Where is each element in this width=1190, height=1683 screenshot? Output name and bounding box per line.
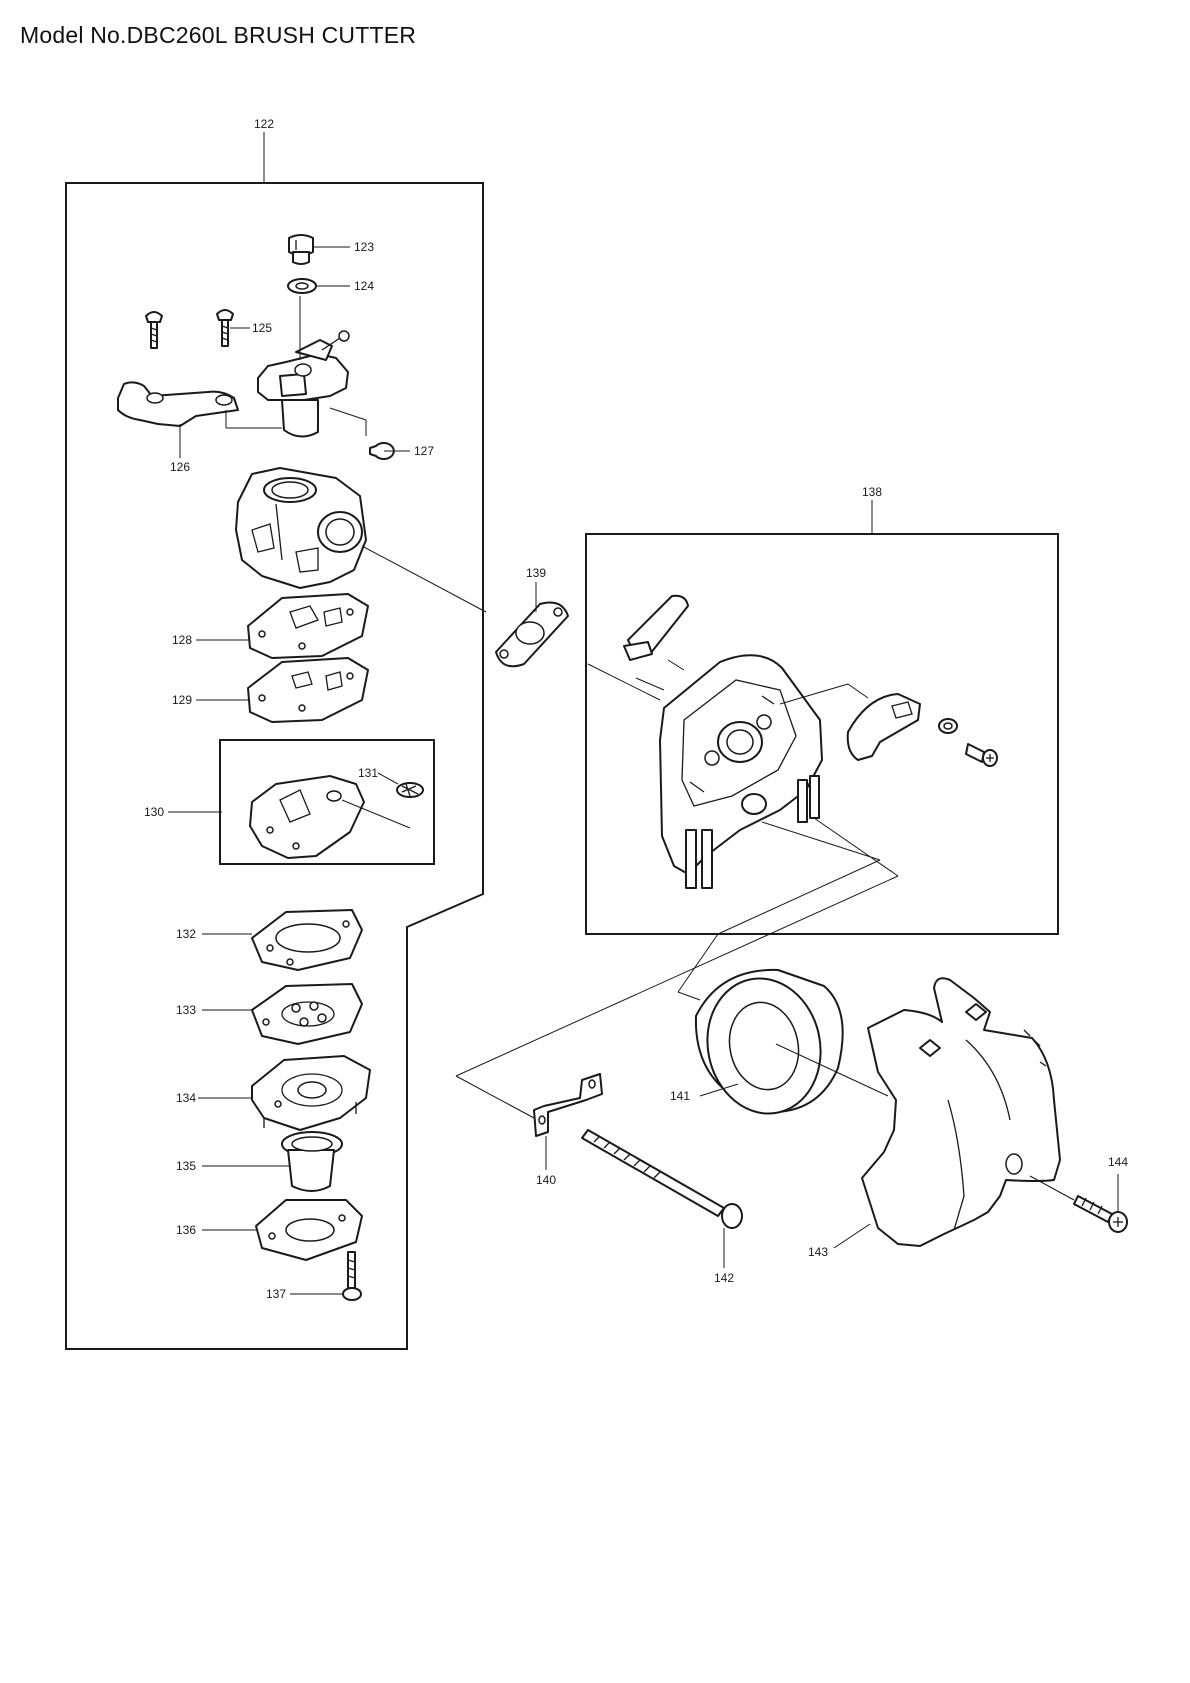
part-130-metering-body <box>249 775 365 859</box>
part-141-ring <box>694 968 889 1115</box>
callout-143: 143 <box>808 1245 828 1259</box>
callout-128: 128 <box>172 633 192 647</box>
callout-130: 130 <box>144 805 164 819</box>
part-124-washer <box>287 278 317 294</box>
part-123-adjust-screw <box>288 234 314 265</box>
part-126-bracket <box>117 381 239 427</box>
part-128-gasket <box>247 593 369 659</box>
part-135-cup <box>281 1131 343 1192</box>
callout-132: 132 <box>176 927 196 941</box>
part-125-screw-left <box>145 311 163 349</box>
callout-129: 129 <box>172 693 192 707</box>
callout-136: 136 <box>176 1223 196 1237</box>
callout-139: 139 <box>526 566 546 580</box>
carburetor-body <box>235 467 367 589</box>
page-title: Model No.DBC260L BRUSH CUTTER <box>20 22 417 48</box>
part-125-screw-right <box>216 309 234 347</box>
callout-138: 138 <box>862 485 882 499</box>
callout-131: 131 <box>358 766 378 780</box>
part-139-gasket <box>495 601 569 668</box>
callout-122: 122 <box>254 117 274 131</box>
callout-144: 144 <box>1108 1155 1128 1169</box>
callout-134: 134 <box>176 1091 196 1105</box>
part-127-e-clip <box>369 442 395 460</box>
callout-123: 123 <box>354 240 374 254</box>
part-129-gasket <box>247 657 369 723</box>
callout-141: 141 <box>670 1089 690 1103</box>
air-cleaner-base-frame <box>585 533 1059 935</box>
callout-127: 127 <box>414 444 434 458</box>
metering-body-frame <box>219 739 435 865</box>
part-140-clamp <box>533 1073 603 1137</box>
callout-124: 124 <box>354 279 374 293</box>
callout-142: 142 <box>714 1271 734 1285</box>
callout-135: 135 <box>176 1159 196 1173</box>
callout-125: 125 <box>252 321 272 335</box>
callout-133: 133 <box>176 1003 196 1017</box>
callout-140: 140 <box>536 1173 556 1187</box>
part-136-flange <box>255 1199 363 1261</box>
part-137-screw <box>342 1251 362 1301</box>
carburetor-assembly-frame <box>65 182 484 1350</box>
part-133-diaphragm <box>251 983 363 1045</box>
part-138-air-cleaner-base <box>623 594 998 889</box>
part-142-long-bolt <box>581 1129 743 1229</box>
callout-137: 137 <box>266 1287 286 1301</box>
throttle-lever-body <box>225 330 367 438</box>
part-134-pump-cover <box>251 1055 371 1131</box>
part-144-screw <box>1073 1195 1128 1233</box>
part-132-gasket <box>251 909 363 971</box>
part-131-filter-screen <box>396 782 424 798</box>
part-143-cover <box>861 977 1061 1247</box>
callout-126: 126 <box>170 460 190 474</box>
